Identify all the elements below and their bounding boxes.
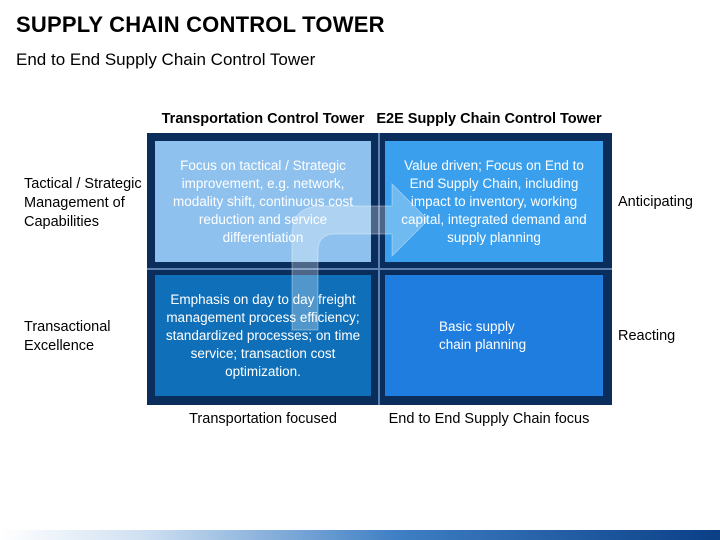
- cell-bottom-left-text: Emphasis on day to day freight managemen…: [165, 291, 361, 379]
- cell-top-right-text: Value driven; Focus on End to End Supply…: [401, 157, 587, 245]
- column-header-e2e: E2E Supply Chain Control Tower: [376, 111, 602, 127]
- cell-top-left: Focus on tactical / Strategic improvemen…: [155, 141, 371, 262]
- right-label-reacting: Reacting: [618, 328, 676, 344]
- cell-bottom-right-text: Basic supply chain planning: [439, 318, 527, 352]
- cell-bottom-right: Basic supply chain planning: [385, 275, 603, 396]
- bottom-label-e2e: End to End Supply Chain focus: [388, 411, 590, 427]
- row-label-tactical: Tactical / Strategic Management of Capab…: [24, 176, 142, 230]
- cell-top-left-text: Focus on tactical / Strategic improvemen…: [172, 157, 354, 245]
- bottom-label-transportation: Transportation focused: [189, 411, 337, 427]
- cell-top-right: Value driven; Focus on End to End Supply…: [385, 141, 603, 262]
- column-header-transportation: Transportation Control Tower: [161, 111, 365, 127]
- row-label-transactional: Transactional Excellence: [24, 319, 111, 354]
- right-label-anticipating: Anticipating: [618, 194, 693, 210]
- page-title: SUPPLY CHAIN CONTROL TOWER: [16, 12, 385, 37]
- matrix-divider-horizontal: [147, 268, 612, 270]
- page-subtitle: End to End Supply Chain Control Tower: [16, 50, 316, 69]
- cell-bottom-left: Emphasis on day to day freight managemen…: [155, 275, 371, 396]
- footer-gradient-band: [0, 530, 720, 540]
